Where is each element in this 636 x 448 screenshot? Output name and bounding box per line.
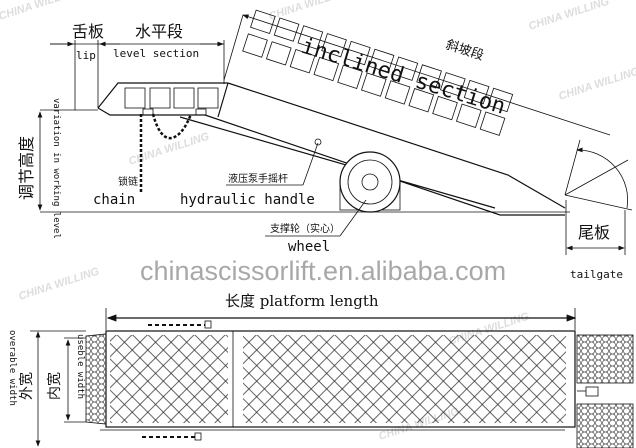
tailgate-illustration [564,139,633,255]
height-label-en: variation in working level [51,98,61,239]
wheel-illustration [265,151,401,237]
handle-leader [302,142,319,186]
inclined-section-grating [243,335,566,423]
level-label-en: level section [113,47,199,60]
level-section-deck [97,82,228,116]
wheel-label-en: wheel [288,239,330,255]
svg-text:CHINA WILLING: CHINA WILLING [17,265,101,302]
lip-plate [85,333,107,425]
level-section-grating [110,335,228,423]
handle-label-en: hydraulic handle [180,192,315,208]
tailgate-plate-upper [576,334,634,384]
inclined-section [179,9,566,216]
outer-width-label-cn: 外宽 [18,372,35,400]
svg-text:CHINA WILLING: CHINA WILLING [527,0,611,33]
inner-width-label-en: useble width [75,334,85,399]
site-watermark: chinascissorlift.en.alibaba.com [140,256,506,286]
platform-length-label: 长度 platform length [225,292,379,310]
tailgate-label-cn: 尾板 [578,223,610,242]
level-label-cn: 水平段 [135,22,183,41]
outer-width-label-en: overable width [7,330,17,406]
svg-text:CHINA WILLING: CHINA WILLING [0,0,81,23]
wheel-label-cn: 支撑轮（实心） [270,222,340,235]
inner-width-label-cn: 内宽 [46,372,63,400]
handle-label-cn: 液压泵手摇杆 [228,172,288,185]
lip-label-cn: 舌板 [72,22,104,41]
tailgate-plate-lower [576,403,634,448]
height-label-cn: 调节高度 [17,136,36,200]
chain-label-en: chain [93,192,135,208]
tailgate-latch [585,386,599,397]
side-view: 舌板 水平段 lip level section [17,9,633,281]
inclined-label-cn: 斜坡段 [444,38,486,64]
tailgate-label-en: tailgate [570,268,623,281]
svg-text:CHINA WILLING: CHINA WILLING [557,65,636,102]
lip-label-en: lip [76,49,96,62]
inclined-dimension-line [242,14,611,136]
chain-illustration [139,113,193,192]
top-view: 长度 platform length overable width 外宽 内宽 … [7,292,634,448]
chain-label-cn: 锁链 [118,175,138,188]
